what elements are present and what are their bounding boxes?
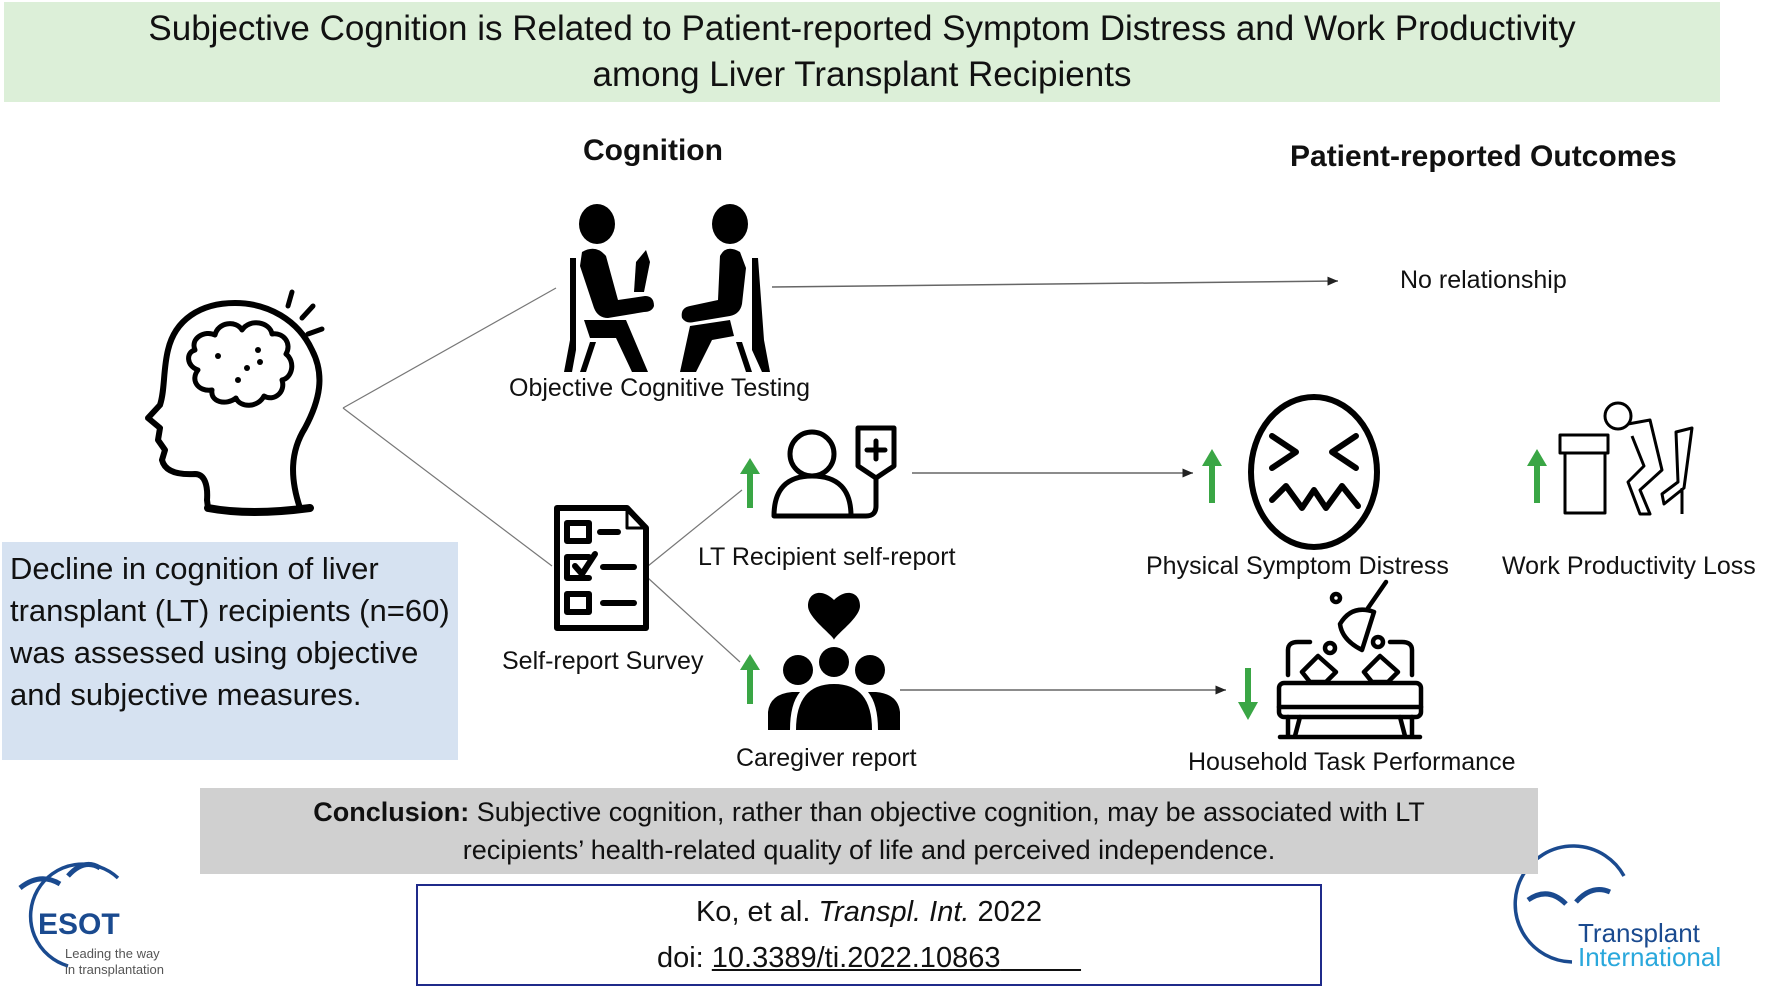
title-line-1: Subjective Cognition is Related to Patie… (148, 9, 1576, 48)
no-relationship-label: No relationship (1400, 266, 1567, 294)
brain-dots (215, 347, 263, 383)
interview-icon (564, 204, 770, 372)
arrow-up-caregiver (740, 654, 760, 704)
conclusion-text-1: Subjective cognition, rather than object… (469, 797, 1425, 827)
connector-head-to-survey (342, 407, 553, 567)
caregiver-group-icon (768, 592, 900, 730)
citation-year: 2022 (969, 896, 1043, 928)
journal-logo-line1: Transplant (1578, 918, 1700, 948)
work-productivity-loss-label: Work Productivity Loss (1502, 552, 1756, 580)
tired-worker-icon (1558, 401, 1694, 516)
cognition-heading: Cognition (583, 134, 723, 167)
doi-link[interactable]: 10.3389/ti.2022.10863 (711, 942, 1001, 974)
title-banner: Subjective Cognition is Related to Patie… (4, 2, 1720, 102)
distressed-face-icon (1248, 394, 1380, 550)
household-task-label: Household Task Performance (1188, 748, 1516, 776)
citation-authors: Ko, et al. (695, 896, 819, 928)
physical-symptom-distress-label: Physical Symptom Distress (1146, 552, 1449, 580)
arrow-up-work (1527, 449, 1547, 503)
checklist-icon (554, 505, 649, 631)
transplant-international-logo-icon (1513, 844, 1626, 964)
conclusion-box: Conclusion: Subjective cognition, rather… (200, 788, 1538, 874)
connector-survey-to-caregiver (647, 577, 741, 663)
journal-logo-line2: International (1578, 942, 1722, 972)
conclusion-label: Conclusion: (313, 797, 470, 827)
cleaning-sofa-icon (1276, 579, 1424, 740)
connector-head-to-objective (342, 287, 557, 409)
conclusion-text-2: recipients’ health-related quality of li… (462, 835, 1276, 865)
arrow-up-recipient (740, 458, 760, 508)
esot-logo-name: ESOT (38, 908, 120, 941)
arrow-down-household (1238, 668, 1258, 720)
self-report-survey-label: Self-report Survey (502, 647, 704, 675)
patient-iv-icon (771, 425, 897, 519)
citation-box: Ko, et al. Transpl. Int. 2022 doi: 10.33… (416, 884, 1322, 986)
outcomes-heading: Patient-reported Outcomes (1290, 140, 1677, 173)
head-brain-icon (145, 289, 325, 516)
caregiver-report-label: Caregiver report (736, 744, 917, 772)
connector-survey-to-recipient (647, 489, 743, 567)
recipient-self-report-label: LT Recipient self-report (698, 543, 956, 571)
arrow-up-physical (1202, 449, 1222, 503)
title-line-2: among Liver Transplant Recipients (592, 55, 1132, 94)
esot-tagline-1: Leading the way (65, 946, 160, 961)
objective-testing-label: Objective Cognitive Testing (509, 374, 811, 402)
doi-prefix: doi: (656, 942, 712, 974)
citation-journal: Transpl. Int. (818, 896, 970, 928)
intro-box: Decline in cognition of liver transplant… (2, 542, 458, 760)
esot-logo-icon (18, 861, 120, 968)
green-arrows (740, 449, 1547, 720)
esot-tagline-2: in transplantation (65, 962, 165, 977)
arrow-objective-to-no-relationship (771, 276, 1339, 288)
